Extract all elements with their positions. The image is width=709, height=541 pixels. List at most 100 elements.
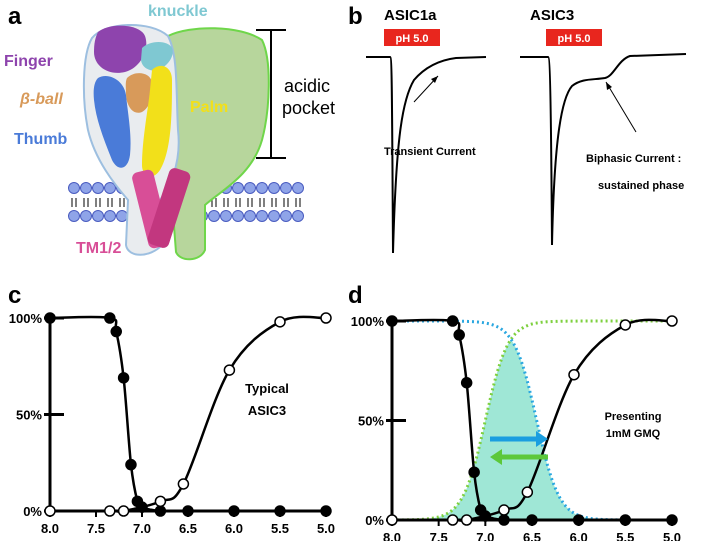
x-tick-label: 7.5 xyxy=(430,530,448,541)
asic3-annotation-line1: Biphasic Current : xyxy=(586,153,681,165)
lipid-head xyxy=(80,210,92,222)
panel-label-d: d xyxy=(348,282,363,309)
x-tick-label: 5.5 xyxy=(271,521,289,536)
panel-label-a: a xyxy=(8,3,22,30)
inactivation-point xyxy=(320,505,332,517)
activation-point xyxy=(177,478,190,490)
x-tick-label: 6.5 xyxy=(523,530,541,541)
window-current-area xyxy=(392,340,672,520)
x-tick-label: 6.5 xyxy=(179,521,197,536)
x-tick-label: 8.0 xyxy=(383,530,401,541)
x-tick-label: 5.0 xyxy=(663,530,681,541)
inactivation-point xyxy=(182,505,194,517)
knuckle-label: knuckle xyxy=(148,3,208,20)
activation-point xyxy=(446,514,459,526)
lipid-head xyxy=(208,210,220,222)
x-tick-label: 7.5 xyxy=(87,521,105,536)
inactivation-point xyxy=(386,315,398,327)
lipid-head xyxy=(232,182,244,194)
finger-domain xyxy=(94,25,147,73)
lipid-head xyxy=(256,182,268,194)
beta-ball-domain xyxy=(125,73,153,113)
lipid-head xyxy=(244,182,256,194)
inactivation-point xyxy=(460,376,473,389)
lipid-head xyxy=(68,182,80,194)
palm-domain xyxy=(142,65,172,177)
asic3-annotation-line2: sustained phase xyxy=(598,180,684,192)
inactivation-point xyxy=(526,514,538,526)
activation-point xyxy=(666,315,678,327)
x-tick-label: 7.0 xyxy=(476,530,494,541)
palm-label: Palm xyxy=(190,99,228,116)
beta-ball-label: β-ball xyxy=(19,91,63,108)
acidic-pocket-bracket xyxy=(256,29,286,159)
chart-annotation: 1mM GMQ xyxy=(606,428,661,440)
y-tick-label: 50% xyxy=(358,414,384,429)
asic1a-trace xyxy=(366,56,487,254)
acidic-pocket-label-line2: pocket xyxy=(282,98,335,118)
chart-annotation: Typical xyxy=(245,381,289,396)
x-tick-label: 5.5 xyxy=(616,530,634,541)
activation-point xyxy=(460,514,473,526)
panel-label-b: b xyxy=(348,3,363,30)
tm-helix-2 xyxy=(147,168,191,248)
shift-arrowhead-right xyxy=(536,431,548,447)
x-tick-label: 5.0 xyxy=(317,521,335,536)
lipid-head xyxy=(68,210,80,222)
tm-label: TM1/2 xyxy=(76,240,121,257)
current-traces: ASIC1a ASIC3 pH 5.0 pH 5.0 Transient Cur… xyxy=(366,7,687,254)
inactivation-point xyxy=(446,315,459,327)
asic3-trace xyxy=(520,53,687,246)
thumb-label: Thumb xyxy=(14,131,68,148)
activation-point xyxy=(274,316,286,328)
finger-label: Finger xyxy=(4,53,53,70)
asic1a-stimulus-bar xyxy=(384,29,440,46)
activation-point xyxy=(104,505,116,517)
lipid-head xyxy=(256,210,268,222)
activation-point xyxy=(223,364,236,376)
asic1a-title: ASIC1a xyxy=(384,7,437,24)
inactivation-point xyxy=(572,514,585,526)
lipid-head xyxy=(292,182,304,194)
inactivation-point xyxy=(228,505,240,517)
asic1a-annotation: Transient Current xyxy=(384,146,476,158)
lipid-head xyxy=(220,210,232,222)
inactivation-point xyxy=(110,325,122,338)
asic3-title: ASIC3 xyxy=(530,7,574,24)
inactivation-point xyxy=(104,312,116,324)
lipid-head xyxy=(116,210,128,222)
activation-point xyxy=(117,505,130,517)
activation-point xyxy=(521,486,534,498)
activation-point xyxy=(498,504,510,516)
lipid-head xyxy=(104,182,116,194)
asic1a-stimulus-label: pH 5.0 xyxy=(395,33,428,45)
chart-annotation: ASIC3 xyxy=(248,403,286,418)
inactivation-point xyxy=(44,312,56,324)
inactivation-point xyxy=(666,514,678,526)
activation-point xyxy=(386,514,398,526)
inactivation-point xyxy=(498,514,510,526)
lipid-head xyxy=(244,210,256,222)
y-tick-label: 100% xyxy=(9,311,43,326)
lipid-head xyxy=(92,210,104,222)
activation-point xyxy=(320,312,332,324)
lipid-head xyxy=(280,210,292,222)
shifted-activation-curve xyxy=(391,319,672,522)
lipid-head xyxy=(232,210,244,222)
inactivation-point xyxy=(619,514,632,526)
lipid-head xyxy=(80,182,92,194)
biphasic-arrowhead xyxy=(606,82,612,90)
activation-point xyxy=(44,505,56,517)
y-tick-label: 50% xyxy=(16,408,42,423)
lipid-head xyxy=(268,210,280,222)
asic-structure-schematic: knuckle Finger β-ball Thumb Palm TM1/2 a… xyxy=(4,3,335,261)
y-tick-label: 0% xyxy=(365,513,384,528)
x-tick-label: 7.0 xyxy=(133,521,151,536)
knuckle-domain xyxy=(141,42,173,71)
chart-annotation: Presenting xyxy=(605,411,662,423)
x-tick-label: 6.0 xyxy=(570,530,588,541)
activation-point xyxy=(154,495,167,508)
inactivation-point xyxy=(468,466,480,478)
